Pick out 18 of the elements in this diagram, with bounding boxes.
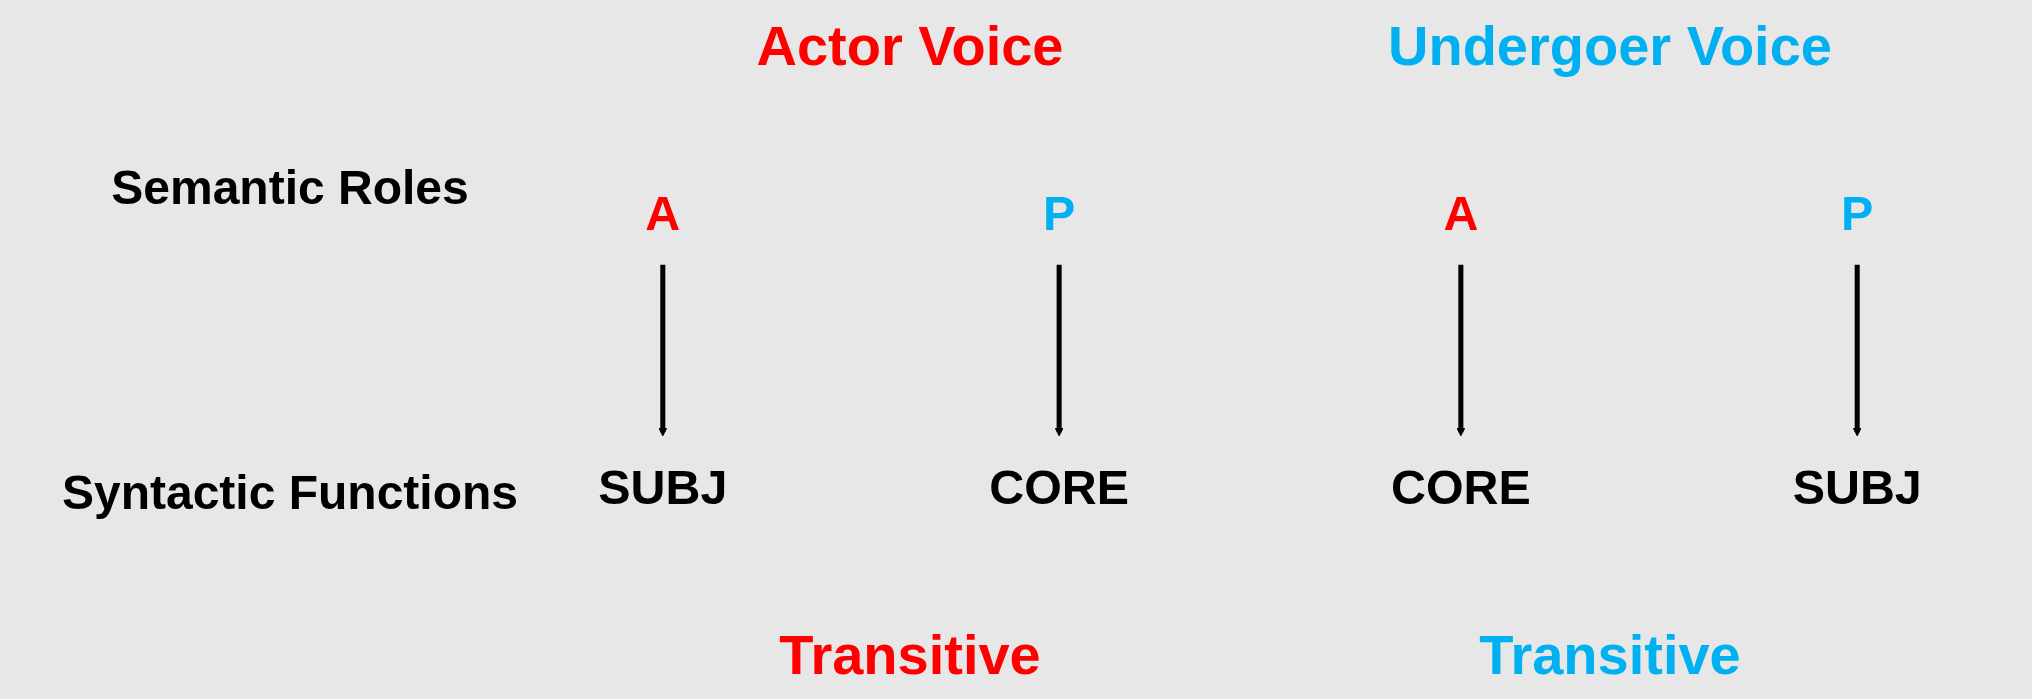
arrow	[1456, 264, 1466, 437]
row-heading: Syntactic Functions	[61, 465, 519, 520]
node-text: CORE	[989, 459, 1130, 514]
node-text: A	[645, 185, 681, 240]
node-text: SUBJ	[598, 459, 728, 514]
arrow	[658, 264, 668, 437]
column-heading: Transitive	[1479, 622, 1741, 687]
node-text: P	[1043, 185, 1076, 240]
column-heading: Transitive	[779, 622, 1041, 687]
arrow	[1054, 264, 1064, 437]
row-heading: Semantic Roles	[111, 160, 469, 215]
arrow	[1852, 264, 1862, 437]
node-text: CORE	[1390, 459, 1531, 514]
column-heading: Actor Voice	[756, 12, 1064, 78]
node-text: P	[1841, 185, 1874, 240]
column-heading: Undergoer Voice	[1388, 12, 1832, 78]
node-text: SUBJ	[1792, 459, 1922, 514]
node-text: A	[1443, 185, 1479, 240]
